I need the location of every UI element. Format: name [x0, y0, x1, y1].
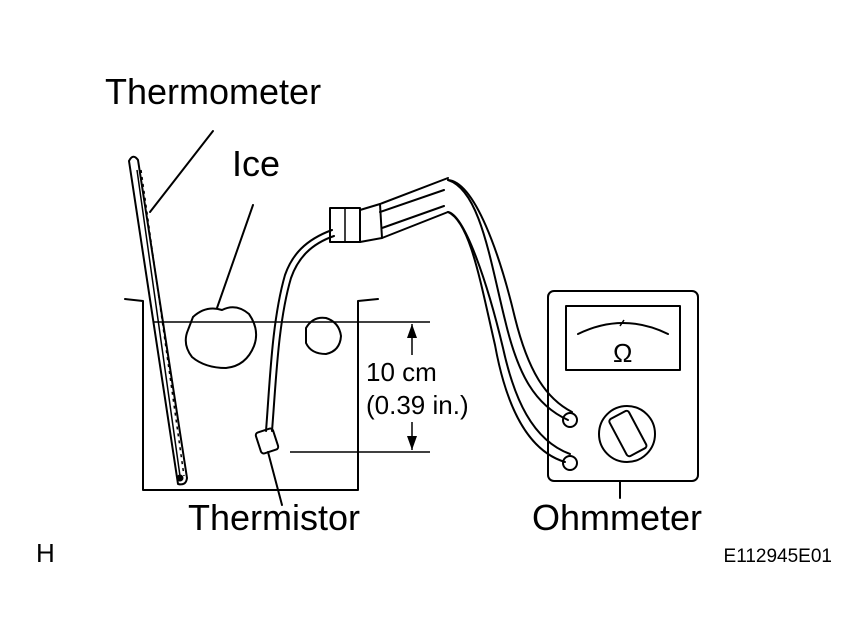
thermistor-probe	[254, 229, 335, 455]
range-selector-knob	[598, 405, 656, 463]
ice-cube-large	[184, 306, 258, 369]
wire-connector	[329, 203, 383, 243]
ice-leader	[216, 204, 254, 309]
terminal-bottom	[562, 455, 578, 471]
thermometer-label: Thermometer	[105, 71, 321, 112]
thermistor-label: Thermistor	[188, 497, 360, 538]
thermometer-leader	[149, 130, 214, 213]
terminal-top	[562, 412, 578, 428]
distance-dimension	[290, 324, 430, 453]
figure-code: E112945E01	[724, 546, 832, 567]
thermometer	[128, 155, 188, 486]
corner-letter: H	[36, 538, 55, 568]
distance-label-line2: (0.39 in.)	[366, 390, 469, 420]
ohmmeter	[547, 290, 699, 499]
ohmmeter-label: Ohmmeter	[532, 497, 702, 538]
distance-label-line1: 10 cm	[366, 357, 437, 387]
ohm-symbol: Ω	[613, 338, 632, 368]
thermistor-leader	[267, 451, 283, 506]
water-container	[124, 298, 430, 491]
ice-label: Ice	[232, 143, 280, 184]
ice-cube-small	[305, 316, 342, 355]
